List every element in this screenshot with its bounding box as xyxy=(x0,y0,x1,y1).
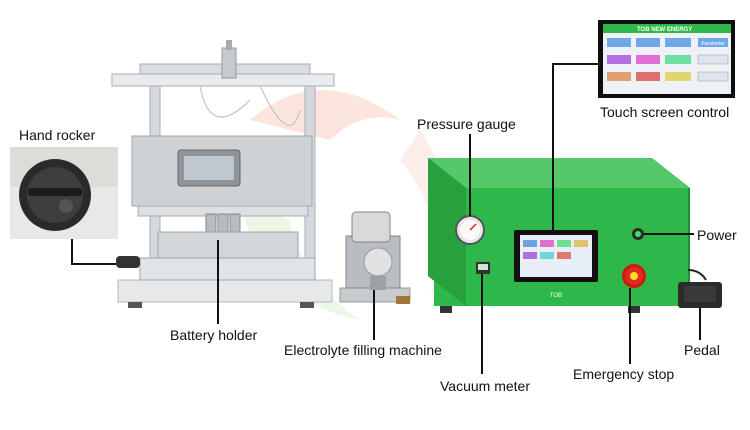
power-label: Power xyxy=(697,227,737,243)
touch-screen-inset xyxy=(598,20,735,98)
hand-rocker-inset xyxy=(10,147,118,239)
touch-screen-label: Touch screen control xyxy=(600,104,730,120)
screen-button-9 xyxy=(607,72,631,81)
emergency-stop-label: Emergency stop xyxy=(573,366,675,382)
screen-button-8 xyxy=(697,54,729,65)
screen-button-7 xyxy=(665,55,691,64)
vacuum-meter-label: Vacuum meter xyxy=(440,378,530,394)
battery-holder-label: Battery holder xyxy=(170,327,258,343)
screen-parameter-label: Parameter xyxy=(701,41,725,47)
screen-button-3 xyxy=(665,38,691,47)
hand-rocker-label: Hand rocker xyxy=(19,127,96,143)
touch-screen-leader xyxy=(552,63,598,230)
screen-button-11 xyxy=(665,72,691,81)
hand-rocker-leader xyxy=(71,239,116,265)
screen-brand: TOB NEW ENERGY xyxy=(637,27,692,33)
pressure-gauge-label: Pressure gauge xyxy=(417,116,516,132)
control-cabinet xyxy=(428,158,722,313)
screen-button-5 xyxy=(607,55,631,64)
cabinet-logo: TOB xyxy=(550,293,562,299)
leader-lines xyxy=(217,63,701,374)
electrolyte-label: Electrolyte filling machine xyxy=(284,342,442,358)
screen-button-2 xyxy=(636,38,660,47)
screen-button-4 xyxy=(698,38,728,47)
pedal-label: Pedal xyxy=(684,342,720,358)
press-machine xyxy=(111,40,335,308)
screen-button-12 xyxy=(697,71,729,82)
screen-button-10 xyxy=(636,72,660,81)
screen-button-6 xyxy=(636,55,660,64)
screen-button-1 xyxy=(607,38,631,47)
